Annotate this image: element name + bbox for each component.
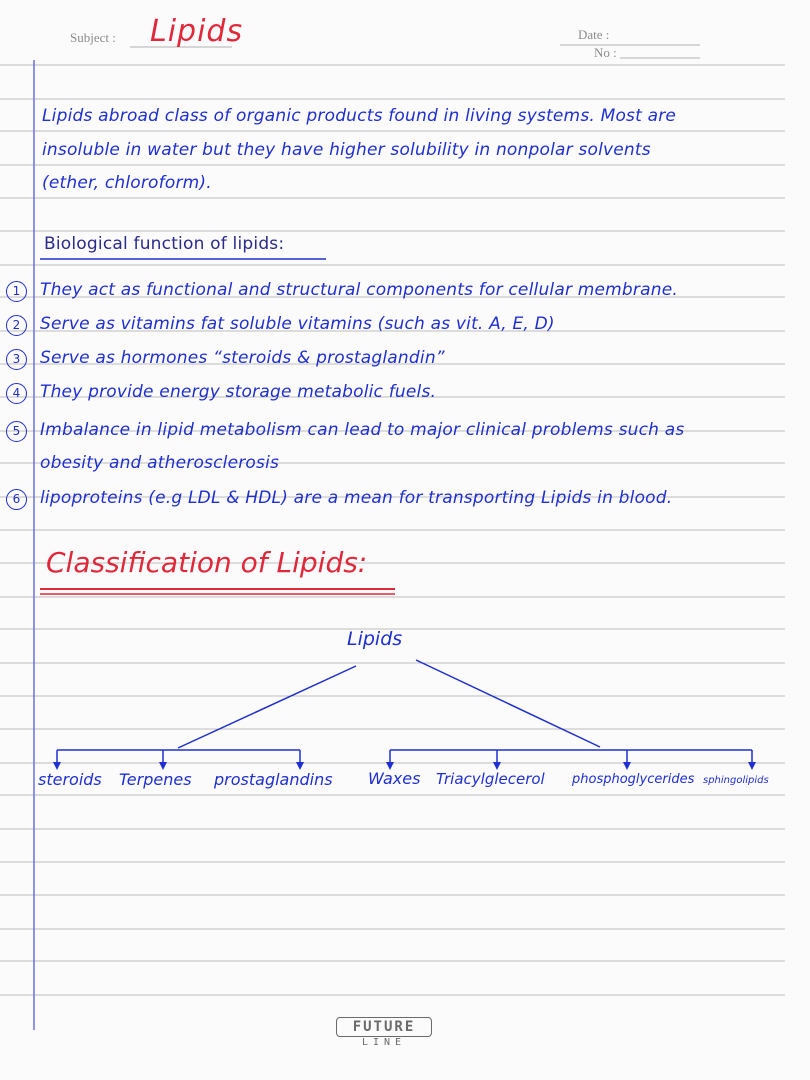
number-marker: 6: [6, 489, 27, 510]
subject-label: Subject :: [70, 30, 116, 45]
number-marker: 1: [6, 281, 27, 302]
functions-title: Biological function of lipids:: [44, 234, 285, 254]
function-item: They provide energy storage metabolic fu…: [40, 382, 437, 402]
classification-heading: Classification of Lipids:: [46, 546, 368, 579]
tree-leaf: Terpenes: [119, 770, 192, 789]
intro-line: Lipids abroad class of organic products …: [42, 106, 677, 126]
intro-line: insoluble in water but they have higher …: [42, 140, 651, 160]
tree-leaf: sphingolipids: [703, 775, 769, 786]
number-marker: 5: [6, 421, 27, 442]
intro-line: (ether, chloroform).: [42, 173, 212, 193]
tree-leaf: phosphoglycerides: [572, 772, 695, 787]
no-label: No :: [594, 45, 617, 60]
function-item: They act as functional and structural co…: [40, 280, 678, 300]
date-label: Date :: [578, 27, 610, 42]
number-marker: 3: [6, 349, 27, 370]
number-marker: 4: [6, 383, 27, 404]
function-item: Serve as vitamins fat soluble vitamins (…: [40, 314, 555, 334]
tree-leaf: prostaglandins: [214, 770, 333, 789]
tree-leaf: Triacylglecerol: [436, 770, 545, 788]
function-item: Imbalance in lipid metabolism can lead t…: [40, 420, 685, 440]
function-item-continued: obesity and atherosclerosis: [40, 453, 280, 473]
number-marker: 2: [6, 315, 27, 336]
logo-bottom-text: LINE: [361, 1037, 407, 1048]
future-line-logo: FUTURE LINE: [336, 1017, 432, 1049]
function-item: Serve as hormones “steroids & prostaglan…: [40, 348, 445, 368]
tree-leaf: steroids: [38, 770, 102, 789]
logo-top-text: FUTURE: [336, 1017, 432, 1037]
subject-value: Lipids: [150, 14, 244, 49]
function-item: lipoproteins (e.g LDL & HDL) are a mean …: [40, 488, 673, 508]
tree-leaf: Waxes: [368, 769, 421, 788]
tree-root: Lipids: [347, 628, 403, 650]
